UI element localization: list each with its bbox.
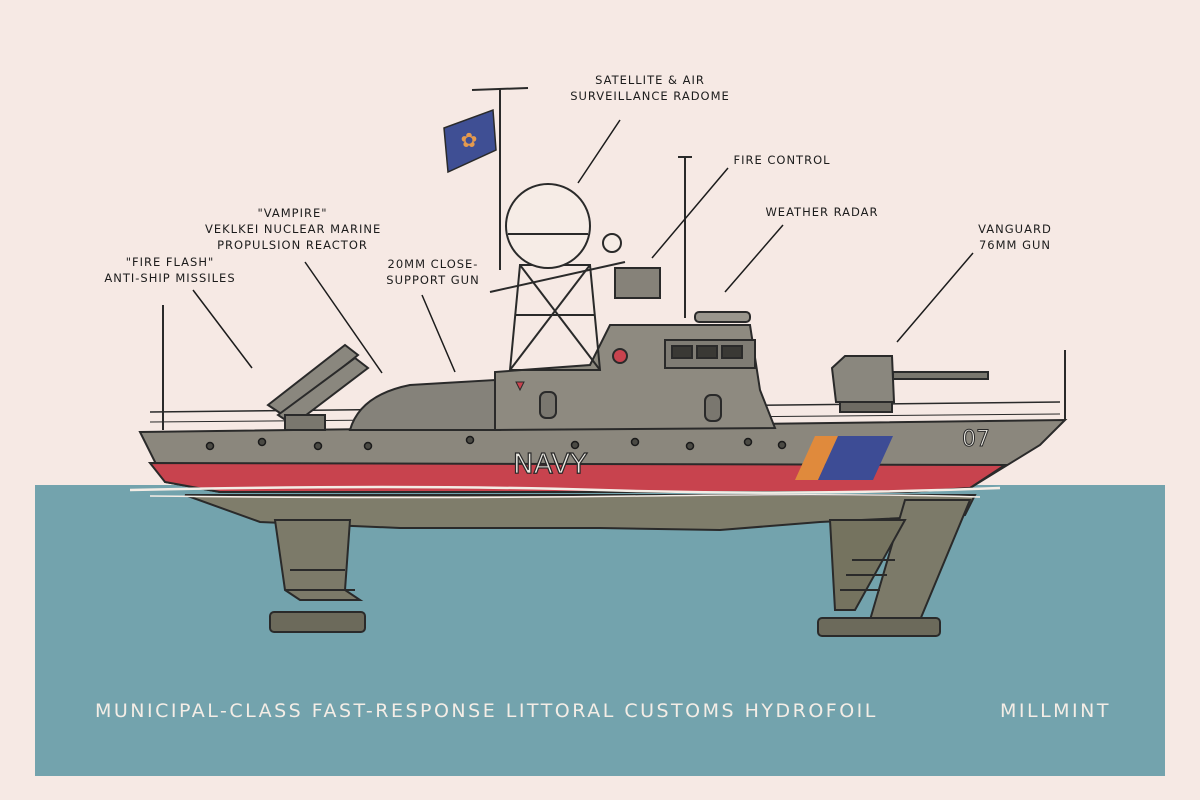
water (35, 485, 1165, 776)
label-close-support-line2: Support Gun (386, 273, 480, 287)
label-reactor-line2: Veklkei Nuclear Marine (205, 222, 382, 236)
label-missiles-line2: Anti-Ship Missiles (104, 271, 236, 285)
label-reactor: "Vampire" Veklkei Nuclear Marine Propuls… (205, 205, 380, 253)
label-fire-control-text: Fire Control (733, 153, 831, 167)
label-missiles-line1: "Fire Flash" (125, 255, 215, 269)
bow-mast (162, 305, 1066, 430)
label-vanguard-line1: Vanguard (978, 222, 1052, 236)
label-vanguard-line2: 76mm Gun (978, 238, 1052, 252)
waterline (129, 485, 1001, 494)
signature: MILLMINT (1000, 700, 1111, 722)
label-weather-radar: Weather Radar (757, 204, 887, 220)
ship-icon (138, 401, 1068, 493)
label-reactor-line1: "Vampire" (257, 206, 328, 220)
caption: Municipal-Class Fast-Response Littoral C… (95, 700, 878, 722)
label-close-support-gun: 20mm Close- Support Gun (378, 256, 488, 288)
hydrofoil-struts (184, 494, 977, 637)
flag-icon: ✿ (443, 108, 497, 174)
label-reactor-line3: Propulsion Reactor (217, 238, 368, 252)
label-fire-control: Fire Control (722, 152, 842, 168)
svg-text:✿: ✿ (461, 128, 478, 152)
label-radome-line1: Satellite & Air (595, 73, 705, 87)
missile-launcher (266, 343, 370, 431)
superstructure (348, 156, 777, 432)
leader-lines (192, 119, 974, 374)
label-radome: Satellite & Air Surveillance Radome (560, 72, 740, 104)
blue-stripe (818, 436, 893, 480)
label-weather-radar-text: Weather Radar (765, 205, 879, 219)
label-vanguard-gun: Vanguard 76mm Gun (965, 221, 1065, 253)
flag-mast (471, 87, 529, 270)
hull-marking: NAVY (513, 447, 588, 480)
radome (505, 183, 591, 269)
orange-stripe (795, 436, 838, 480)
label-missiles: "Fire Flash" Anti-Ship Missiles (100, 254, 240, 286)
label-close-support-line1: 20mm Close- (387, 257, 479, 271)
hull-number: 07 (962, 427, 990, 452)
turret-76mm (830, 355, 989, 413)
label-radome-line2: Surveillance Radome (570, 89, 730, 103)
